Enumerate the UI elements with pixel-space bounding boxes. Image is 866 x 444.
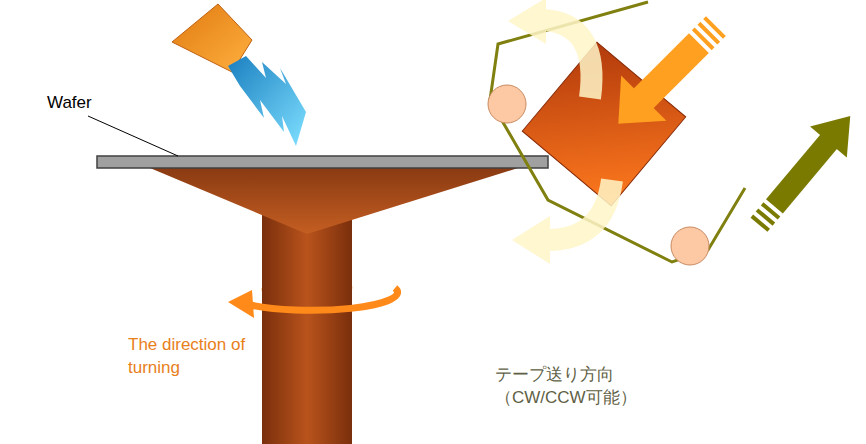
tape <box>490 2 745 262</box>
motion-label: The direction of turning <box>128 334 260 380</box>
press-arrow <box>596 3 739 146</box>
wafer <box>97 156 548 168</box>
roller <box>671 227 709 265</box>
direction-note: テープ送り方向 （CW/CCW可能） <box>495 364 715 410</box>
rotation-arrow <box>246 288 398 310</box>
spray <box>228 56 306 146</box>
feed-arrow <box>512 180 612 264</box>
part-label: Wafer <box>47 92 127 115</box>
leader-line <box>88 116 178 156</box>
feed-arrow <box>508 0 592 98</box>
retract-arrow <box>741 101 866 241</box>
chuck-column <box>262 200 352 444</box>
chuck-table <box>150 168 518 234</box>
roller <box>488 85 526 123</box>
rotation-arrowhead <box>228 290 254 318</box>
